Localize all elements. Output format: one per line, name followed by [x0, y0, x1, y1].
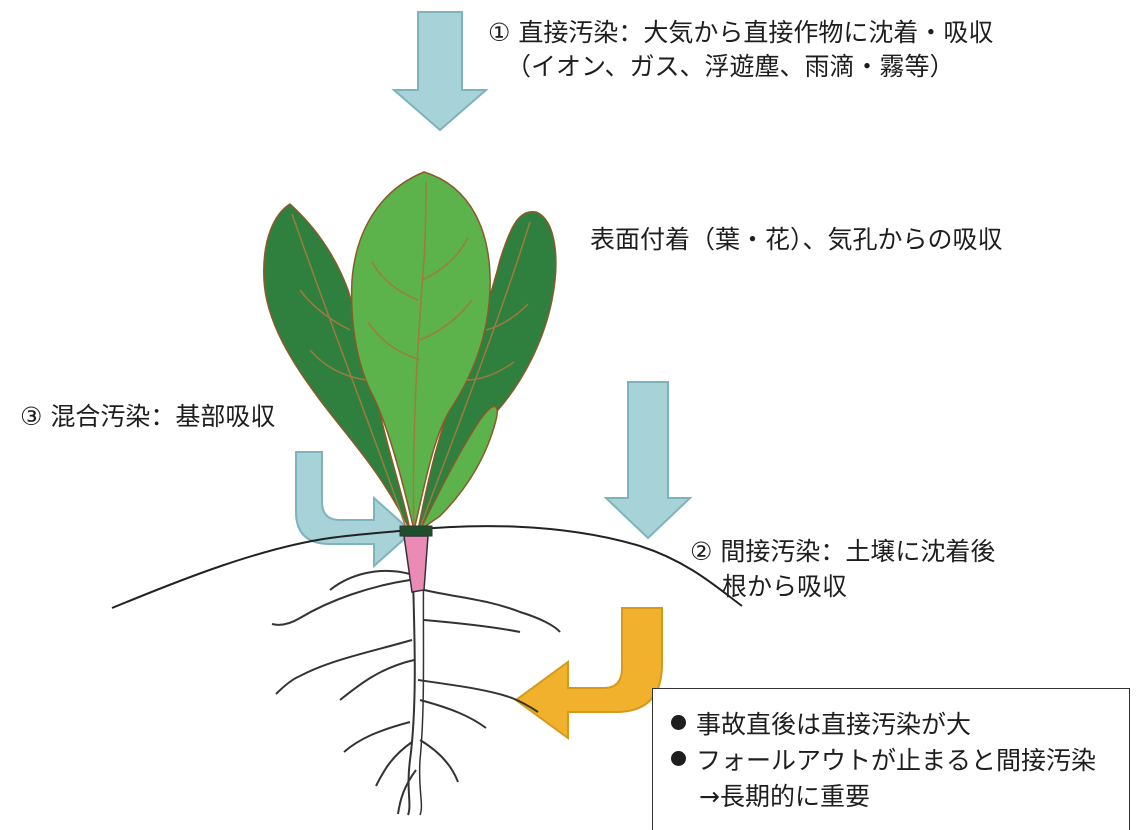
leaf-veins: [291, 181, 531, 529]
indirect-contamination-arrow: [603, 381, 693, 540]
root-uptake-arrow: [514, 607, 663, 740]
note-item-2-text: フォールアウトが止まると間接汚染: [696, 746, 1097, 775]
mixed-contamination-label: ③ 混合汚染：基部吸収: [20, 402, 276, 431]
bullet-icon: [671, 751, 686, 766]
note-item-1-text: 事故直後は直接汚染が大: [696, 710, 972, 739]
bullet-icon: [671, 715, 686, 730]
note-item-1: 事故直後は直接汚染が大: [671, 705, 971, 741]
note-item-2-continuation: →長期的に重要: [699, 782, 870, 811]
plant-stem-base: [403, 535, 429, 593]
direct-contamination-detail: （イオン、ガス、浮遊塵、雨滴・霧等）: [506, 52, 955, 81]
plant-roots: [271, 544, 561, 816]
direct-contamination-title: ① 直接汚染：大気から直接作物に沈着・吸収: [488, 18, 994, 47]
surface-uptake-label: 表面付着（葉・花）、気孔からの吸収: [590, 225, 1003, 254]
note-box: 事故直後は直接汚染が大 フォールアウトが止まると間接汚染 →長期的に重要: [652, 688, 1130, 830]
stem-collar: [399, 525, 433, 537]
indirect-contamination-title: ② 間接汚染：土壌に沈着後: [690, 537, 996, 566]
mixed-contamination-arrow: [295, 451, 414, 569]
note-item-2: フォールアウトが止まると間接汚染: [671, 741, 1096, 777]
direct-contamination-arrow: [391, 11, 489, 132]
indirect-contamination-detail: 根から吸収: [722, 572, 848, 601]
plant-leaves: [263, 171, 557, 532]
